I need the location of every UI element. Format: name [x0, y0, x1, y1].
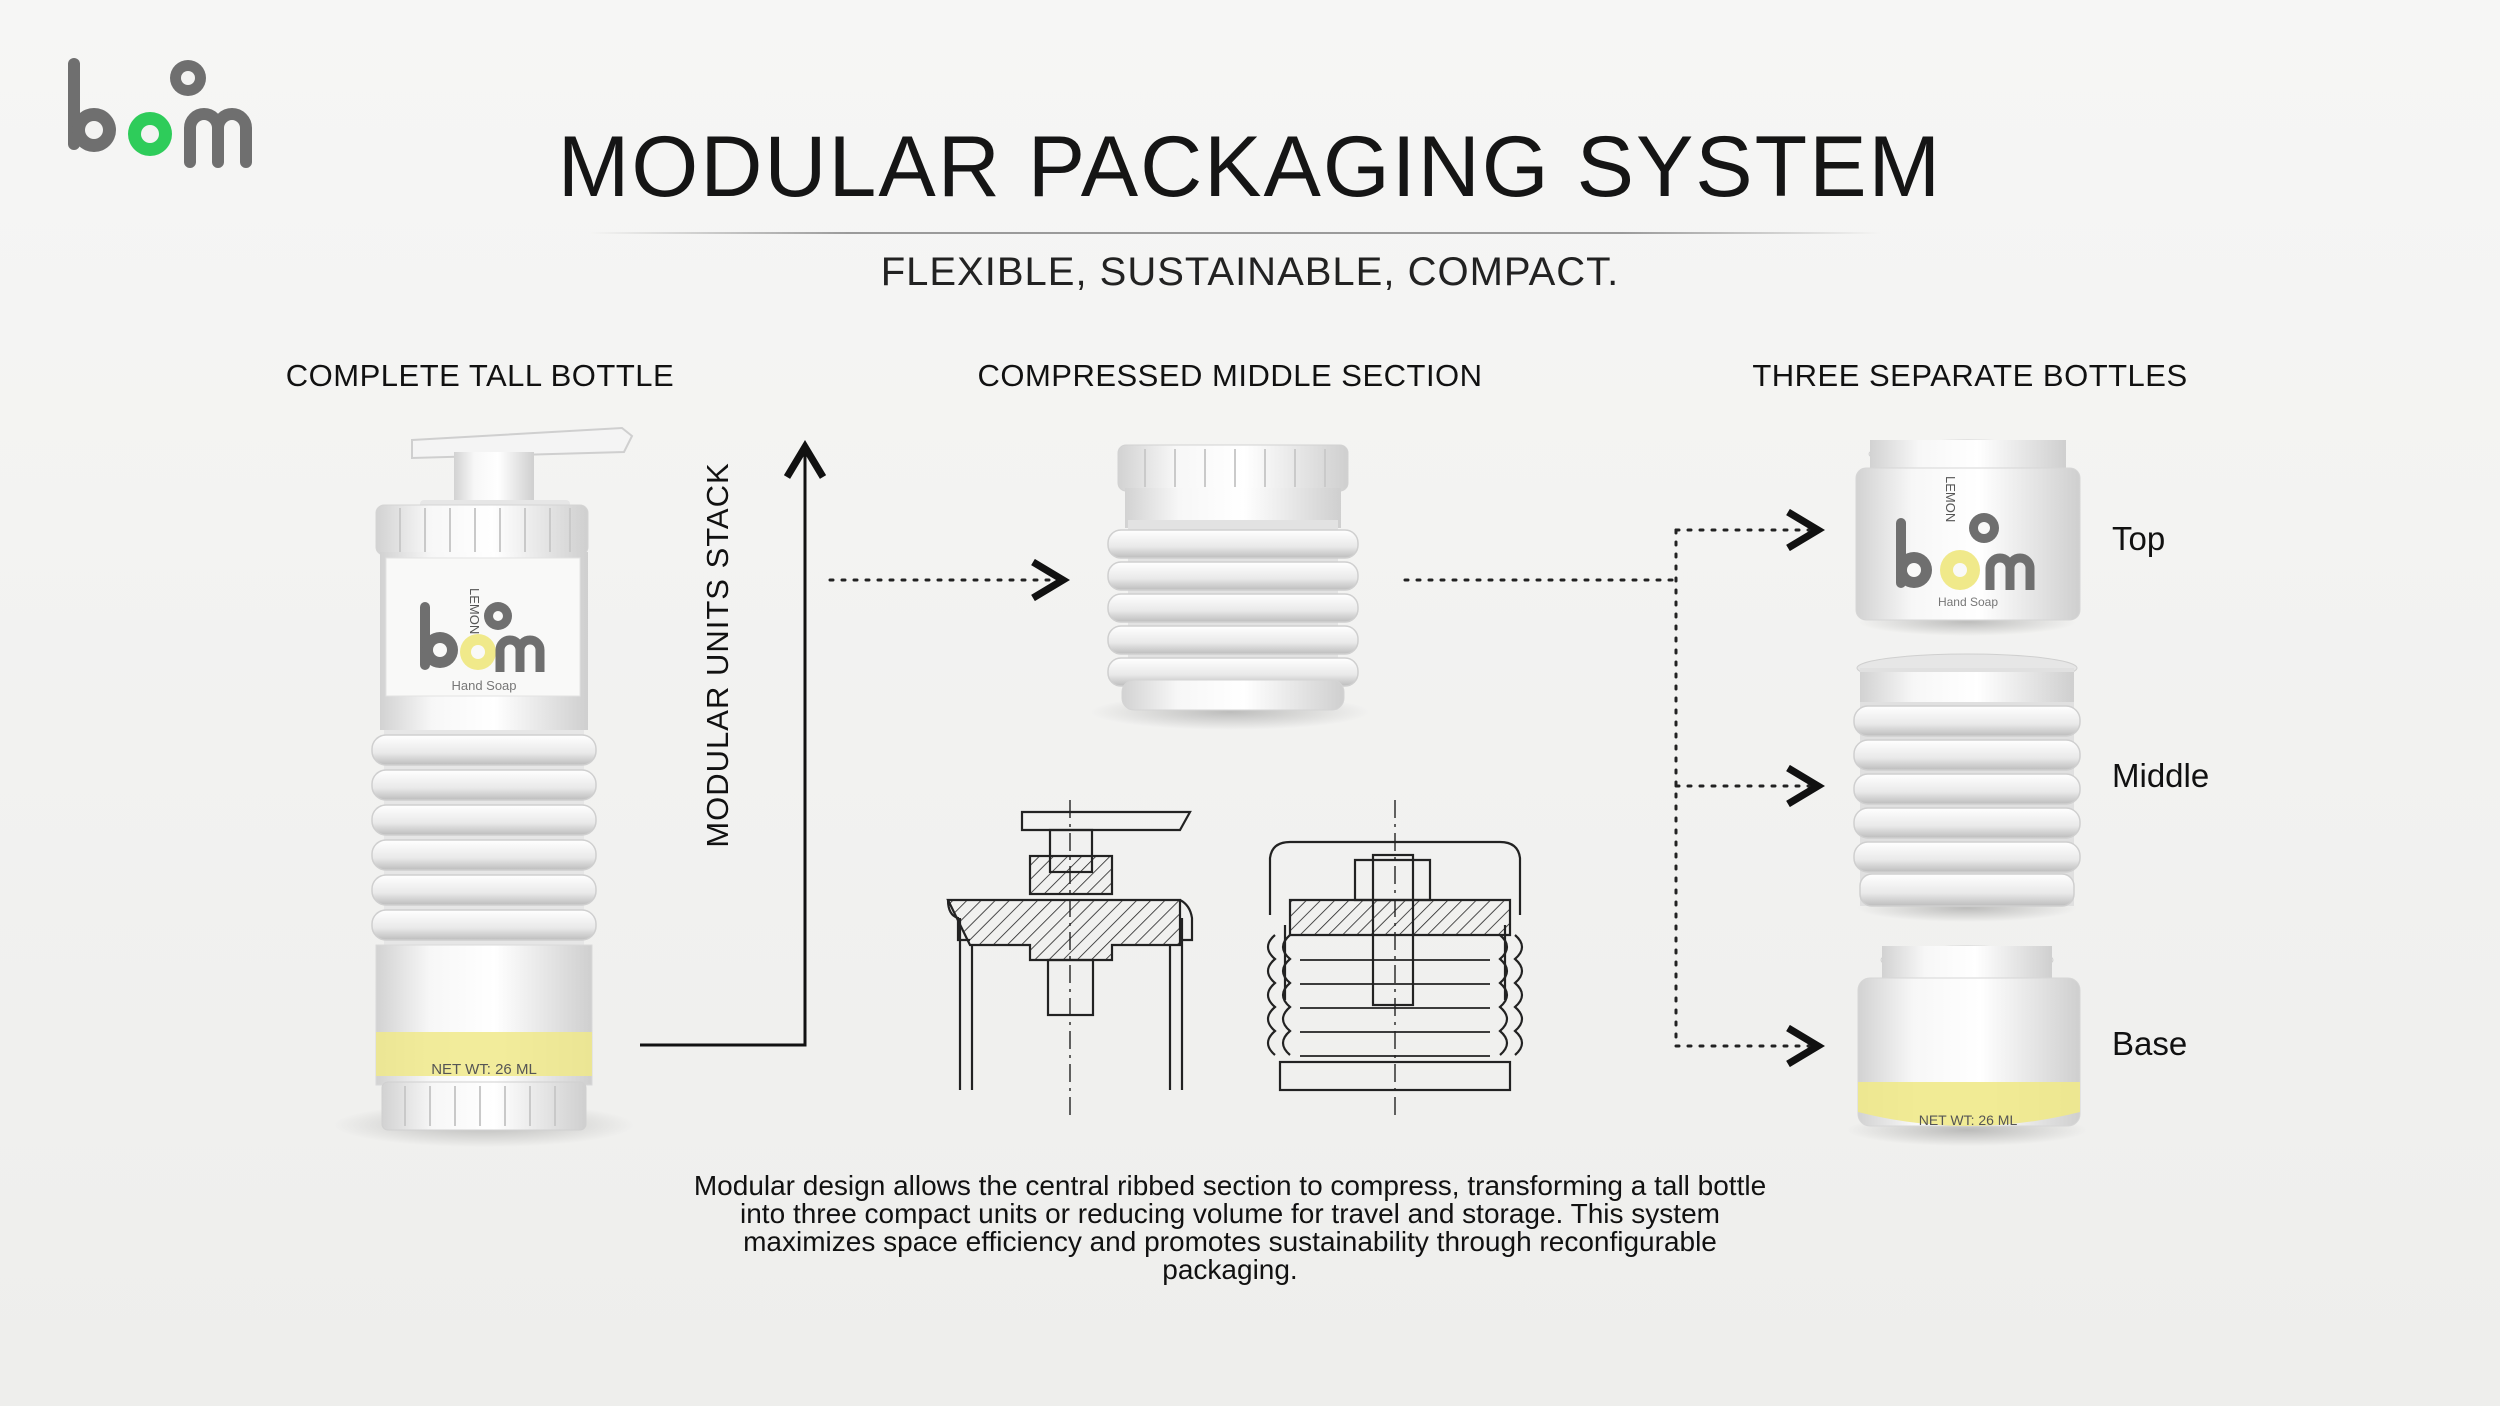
part-label-top: Top [2112, 520, 2166, 557]
split-connector [1403, 530, 1815, 1046]
section-label-right: THREE SEPARATE BOTTLES [1752, 358, 2188, 393]
description-text: Modular design allows the central ribbed… [693, 1170, 1767, 1285]
bottle-product-text: Hand Soap [451, 678, 516, 693]
bottle-flavor-text: LEMON [467, 588, 482, 634]
base-bottle: NET WT: 26 ML [1847, 945, 2087, 1146]
bottle-label-logo [420, 602, 545, 672]
title-divider [590, 232, 1880, 234]
part-label-middle: Middle [2112, 757, 2210, 794]
middle-bottle [1853, 653, 2081, 922]
base-bottle-net-weight: NET WT: 26 ML [1919, 1112, 2018, 1128]
top-bottle-flavor-text: LEMON [1943, 476, 1958, 522]
top-bottle: LEMON Hand Soap [1855, 439, 2081, 636]
boom-logo [68, 58, 252, 168]
section-label-center: COMPRESSED MIDDLE SECTION [977, 358, 1483, 393]
top-bottle-product-text: Hand Soap [1938, 595, 1998, 609]
compressed-middle-section [1090, 444, 1370, 730]
section-label-left: COMPLETE TALL BOTTLE [285, 358, 675, 393]
page-title: MODULAR PACKAGING SYSTEM [557, 119, 1943, 215]
page-subtitle: FLEXIBLE, SUSTAINABLE, COMPACT. [880, 250, 1620, 294]
tall-bottle-net-weight: NET WT: 26 ML [431, 1061, 537, 1078]
stack-axis-arrow [640, 450, 805, 1047]
pump-cross-section-drawing [946, 800, 1194, 1115]
tall-bottle: LEMON Hand Soap NET WT: 26 ML [334, 426, 634, 1147]
bellows-cross-section-drawing [1266, 800, 1524, 1115]
part-label-base: Base [2112, 1025, 2188, 1062]
